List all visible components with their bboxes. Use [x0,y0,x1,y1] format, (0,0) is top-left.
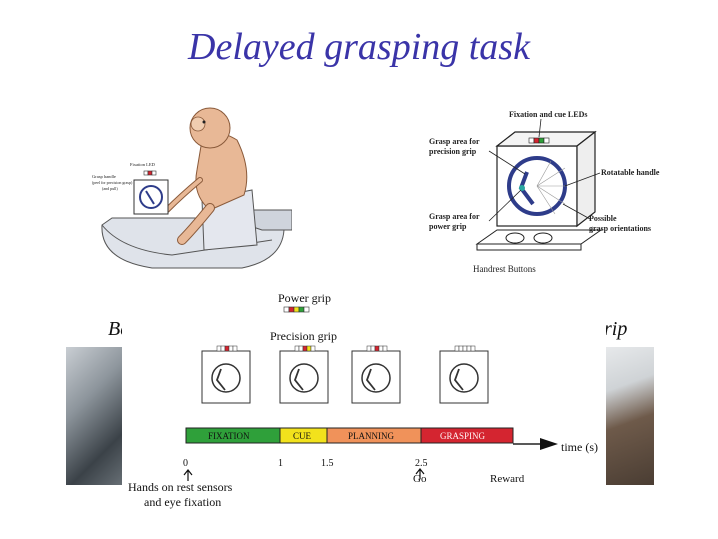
stimulus-box-cue [279,345,329,404]
handrest-plate [475,229,603,251]
phase-fixation-label: FIXATION [208,431,250,441]
right-photo [598,347,654,485]
right-side-label: rip [604,318,628,340]
precision-grip-label: Precision grip [270,329,337,343]
handrest-buttons-label: Handrest Buttons [473,264,536,274]
tick-1-5: 1.5 [321,458,334,469]
monkey-figure [164,107,248,245]
power-grip-label: Power grip [278,291,331,305]
precision-area-label-1: Grasp area for [429,137,480,146]
possible-orientations-label-1: Possible [589,214,617,223]
start-note-line-1: Hands on rest sensors [128,480,233,494]
monkey-grasp-handle-label-3: (and pull) [102,186,118,191]
start-note-line-2: and eye fixation [144,495,221,509]
tick-1: 1 [278,458,283,469]
stimulus-box-grasping [439,345,489,404]
time-axis-label: time (s) [561,440,598,454]
monkey-grasp-handle-label-2: (peel for precision grasp) [92,180,133,185]
go-label: Go [413,473,427,485]
page-title: Delayed grasping task [188,26,530,68]
precision-area-label-2: precision grip [429,147,477,156]
timeline-panel: Power grip Precision grip [122,289,606,515]
go-arrow [415,468,425,479]
phase-planning-label: PLANNING [348,431,394,441]
power-grip-leds [283,306,310,313]
rotatable-handle-label: Rotatable handle [601,168,660,177]
start-note-arrow [183,469,193,481]
phase-grasping-label: GRASPING [440,431,486,441]
power-area-label-1: Grasp area for [429,212,480,221]
tick-0: 0 [183,458,188,469]
fixation-cue-leds-label: Fixation and cue LEDs [509,110,587,119]
possible-orientations-label-2: grasp orientations [589,224,651,233]
monkey-setup-illustration: Fixation LED Grasp handle (peel for prec… [92,107,292,269]
timeline-diagram: Power grip Precision grip [128,291,598,509]
power-area-label-2: power grip [429,222,467,231]
apparatus-box [495,130,597,228]
stimulus-box-fixation [201,345,251,404]
reward-label: Reward [490,473,525,485]
apparatus-leds [528,137,550,144]
phase-cue-label: CUE [293,431,312,441]
stimulus-box-planning [351,345,401,404]
monkey-handle-box [133,170,169,215]
left-photo [66,347,132,485]
monkey-grasp-handle-label-1: Grasp handle [92,174,116,179]
phase-grasping-bar [420,427,514,444]
apparatus-diagram: Fixation and cue LEDs Grasp area for pre… [429,110,660,274]
tick-2-5: 2.5 [415,458,428,469]
monkey-fixation-led-label: Fixation LED [130,162,156,167]
time-axis-arrowhead [540,438,558,450]
